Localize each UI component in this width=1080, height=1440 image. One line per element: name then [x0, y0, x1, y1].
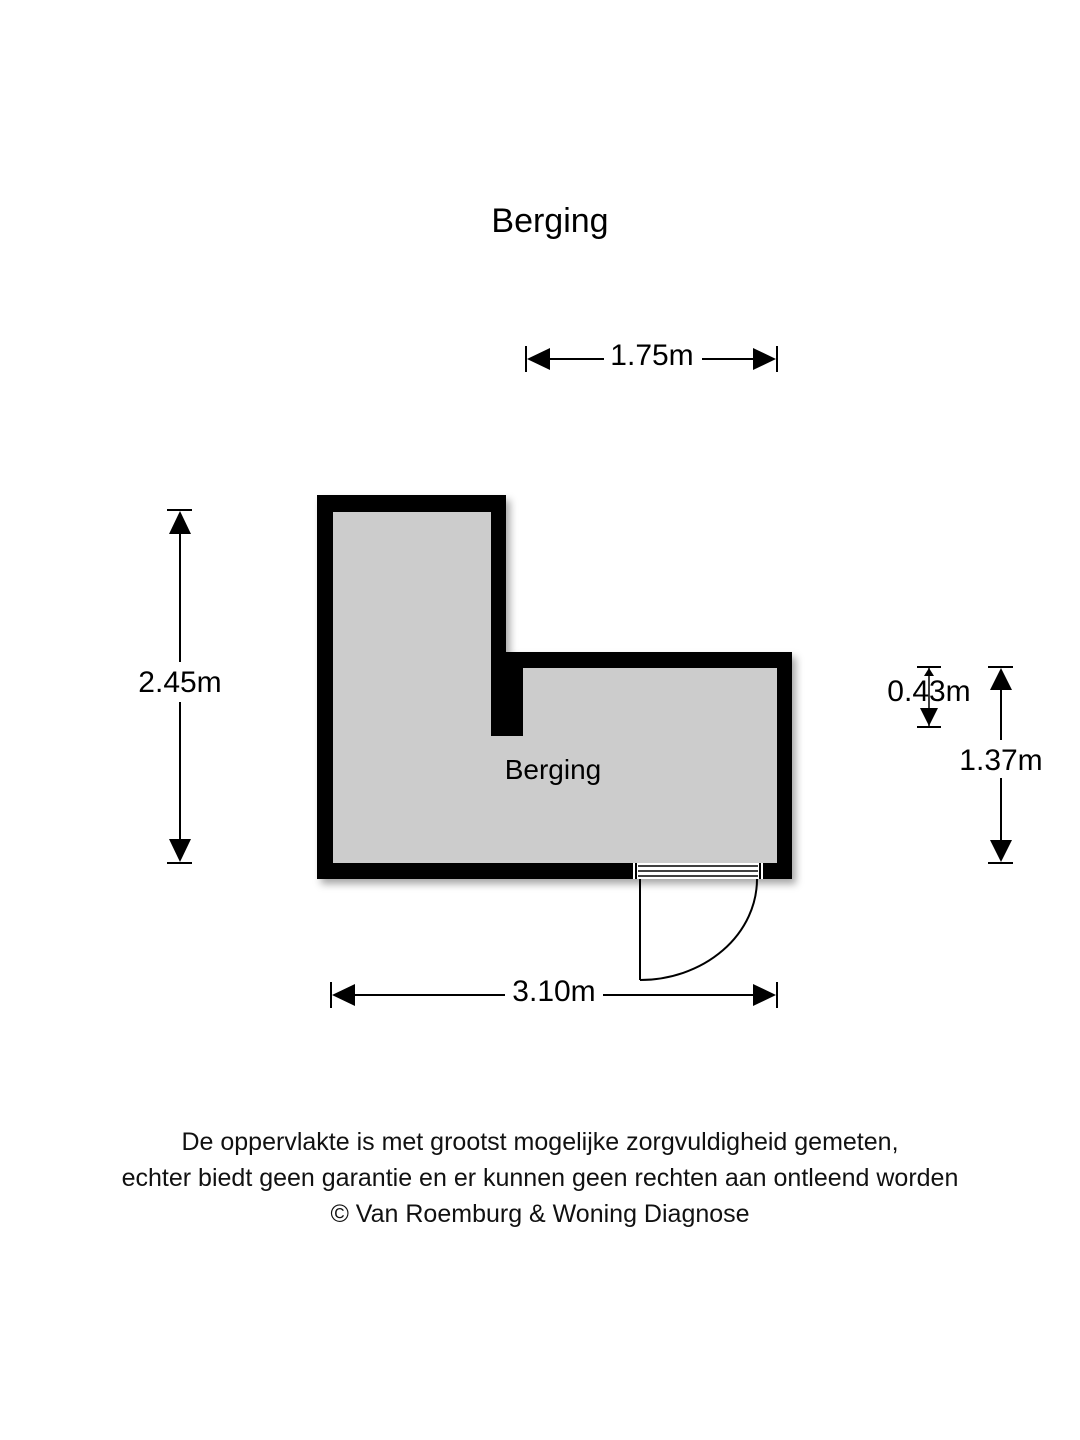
plan-title: Berging [491, 202, 608, 240]
disclaimer: De oppervlakte is met grootst mogelijke … [0, 1124, 1080, 1232]
disclaimer-line-2: echter biedt geen garantie en er kunnen … [121, 1164, 959, 1192]
dimension-bottom-width: 3.10m [330, 975, 778, 1008]
dimension-top-width-label: 1.75m [610, 339, 693, 372]
room-floor [333, 512, 777, 863]
dimension-right-short: 0.43m [887, 666, 971, 728]
dimension-right-short-label: 0.43m [887, 675, 970, 708]
dimension-right-tall-label: 1.37m [959, 744, 1042, 777]
disclaimer-line-1: De oppervlakte is met grootst mogelijke … [181, 1128, 899, 1156]
dimension-left-height: 2.45m [138, 509, 222, 864]
dimension-top-width: 1.75m [525, 339, 778, 372]
dimension-left-height-label: 2.45m [138, 666, 221, 699]
wall-stub [491, 660, 523, 736]
dimension-right-tall: 1.37m [959, 666, 1043, 864]
door-swing-icon [639, 878, 758, 981]
copyright-line: © Van Roemburg & Woning Diagnose [330, 1200, 750, 1228]
dimension-bottom-width-label: 3.10m [512, 975, 595, 1008]
room-label: Berging [505, 754, 602, 785]
